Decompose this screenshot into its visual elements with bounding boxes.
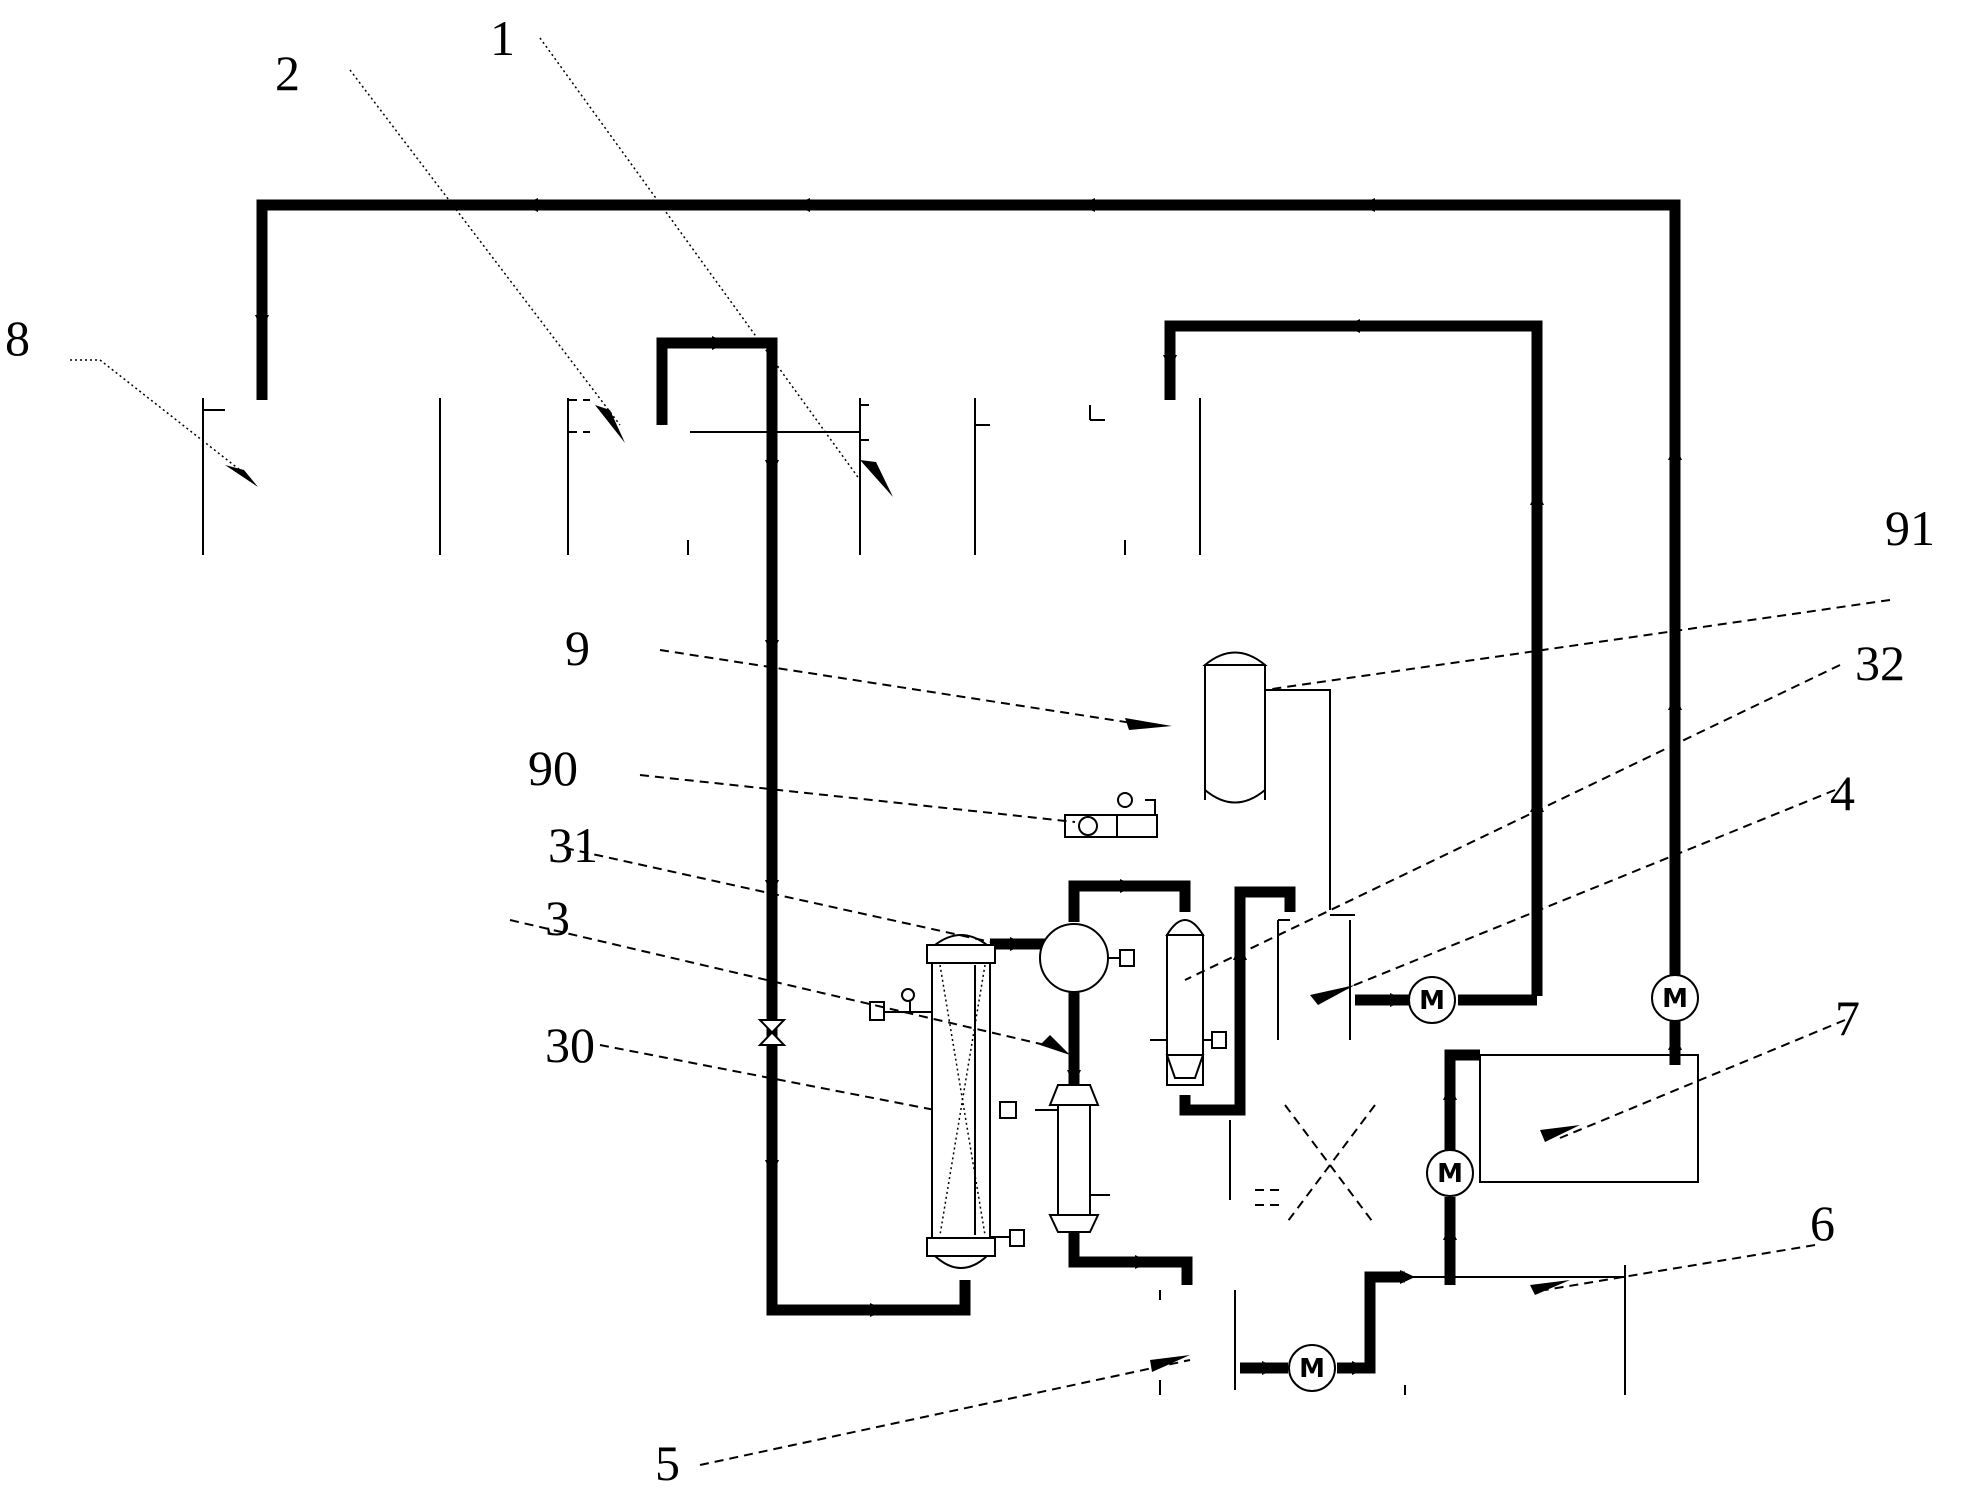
label-4: 4 bbox=[1830, 765, 1855, 821]
pipe-6-to-7-upper bbox=[1444, 1049, 1480, 1150]
mixer-unit bbox=[1229, 1104, 1376, 1226]
tank-7 bbox=[1479, 1054, 1699, 1183]
pipe-tank2-outlet bbox=[656, 337, 971, 1316]
pipe-31-to-32 bbox=[1068, 880, 1191, 922]
vessel-9 bbox=[1202, 651, 1331, 910]
pipe-top-return bbox=[256, 199, 1681, 828]
separator-31 bbox=[1039, 923, 1135, 993]
pipe-3-to-5 bbox=[1068, 1232, 1193, 1285]
motor-6: M bbox=[1426, 1149, 1474, 1197]
label-31: 31 bbox=[548, 817, 598, 873]
tank-1 bbox=[690, 398, 990, 555]
label-1: 1 bbox=[490, 10, 515, 66]
label-3: 3 bbox=[545, 890, 570, 946]
label-8: 8 bbox=[5, 310, 30, 366]
tank-4 bbox=[1277, 914, 1355, 1040]
valve-icon bbox=[757, 1019, 787, 1046]
pipe-5-to-6 bbox=[1337, 1271, 1405, 1374]
tank-5 bbox=[1159, 1290, 1236, 1395]
tank-2 bbox=[567, 398, 689, 555]
tank-6 bbox=[1404, 1265, 1626, 1395]
leader-lines bbox=[70, 37, 1891, 1466]
vessel-3 bbox=[999, 1084, 1110, 1233]
label-30: 30 bbox=[545, 1017, 595, 1073]
flow-arrows bbox=[255, 198, 1682, 1375]
svg-text:M: M bbox=[1419, 986, 1445, 1016]
leader-arrowheads bbox=[225, 405, 1580, 1372]
label-9: 9 bbox=[565, 620, 590, 676]
label-5: 5 bbox=[655, 1435, 680, 1488]
label-2: 2 bbox=[275, 45, 300, 101]
svg-text:M: M bbox=[1299, 1354, 1325, 1384]
pump-90 bbox=[1064, 792, 1158, 838]
motor-7: M bbox=[1651, 974, 1699, 1022]
motor-5: M bbox=[1288, 1344, 1336, 1392]
label-90: 90 bbox=[528, 740, 578, 796]
svg-text:M: M bbox=[1437, 1159, 1463, 1189]
label-7: 7 bbox=[1835, 990, 1860, 1046]
tank-unnamed bbox=[1089, 398, 1201, 555]
tank-8 bbox=[202, 398, 441, 555]
label-6: 6 bbox=[1810, 1195, 1835, 1251]
label-91: 91 bbox=[1885, 500, 1935, 556]
pipe-32-to-4 bbox=[1179, 886, 1296, 1116]
label-32: 32 bbox=[1855, 635, 1905, 691]
svg-text:M: M bbox=[1662, 984, 1688, 1014]
heat-exchanger-30 bbox=[869, 934, 1025, 1269]
motor-4: M bbox=[1408, 976, 1456, 1024]
column-32 bbox=[1150, 919, 1227, 1086]
